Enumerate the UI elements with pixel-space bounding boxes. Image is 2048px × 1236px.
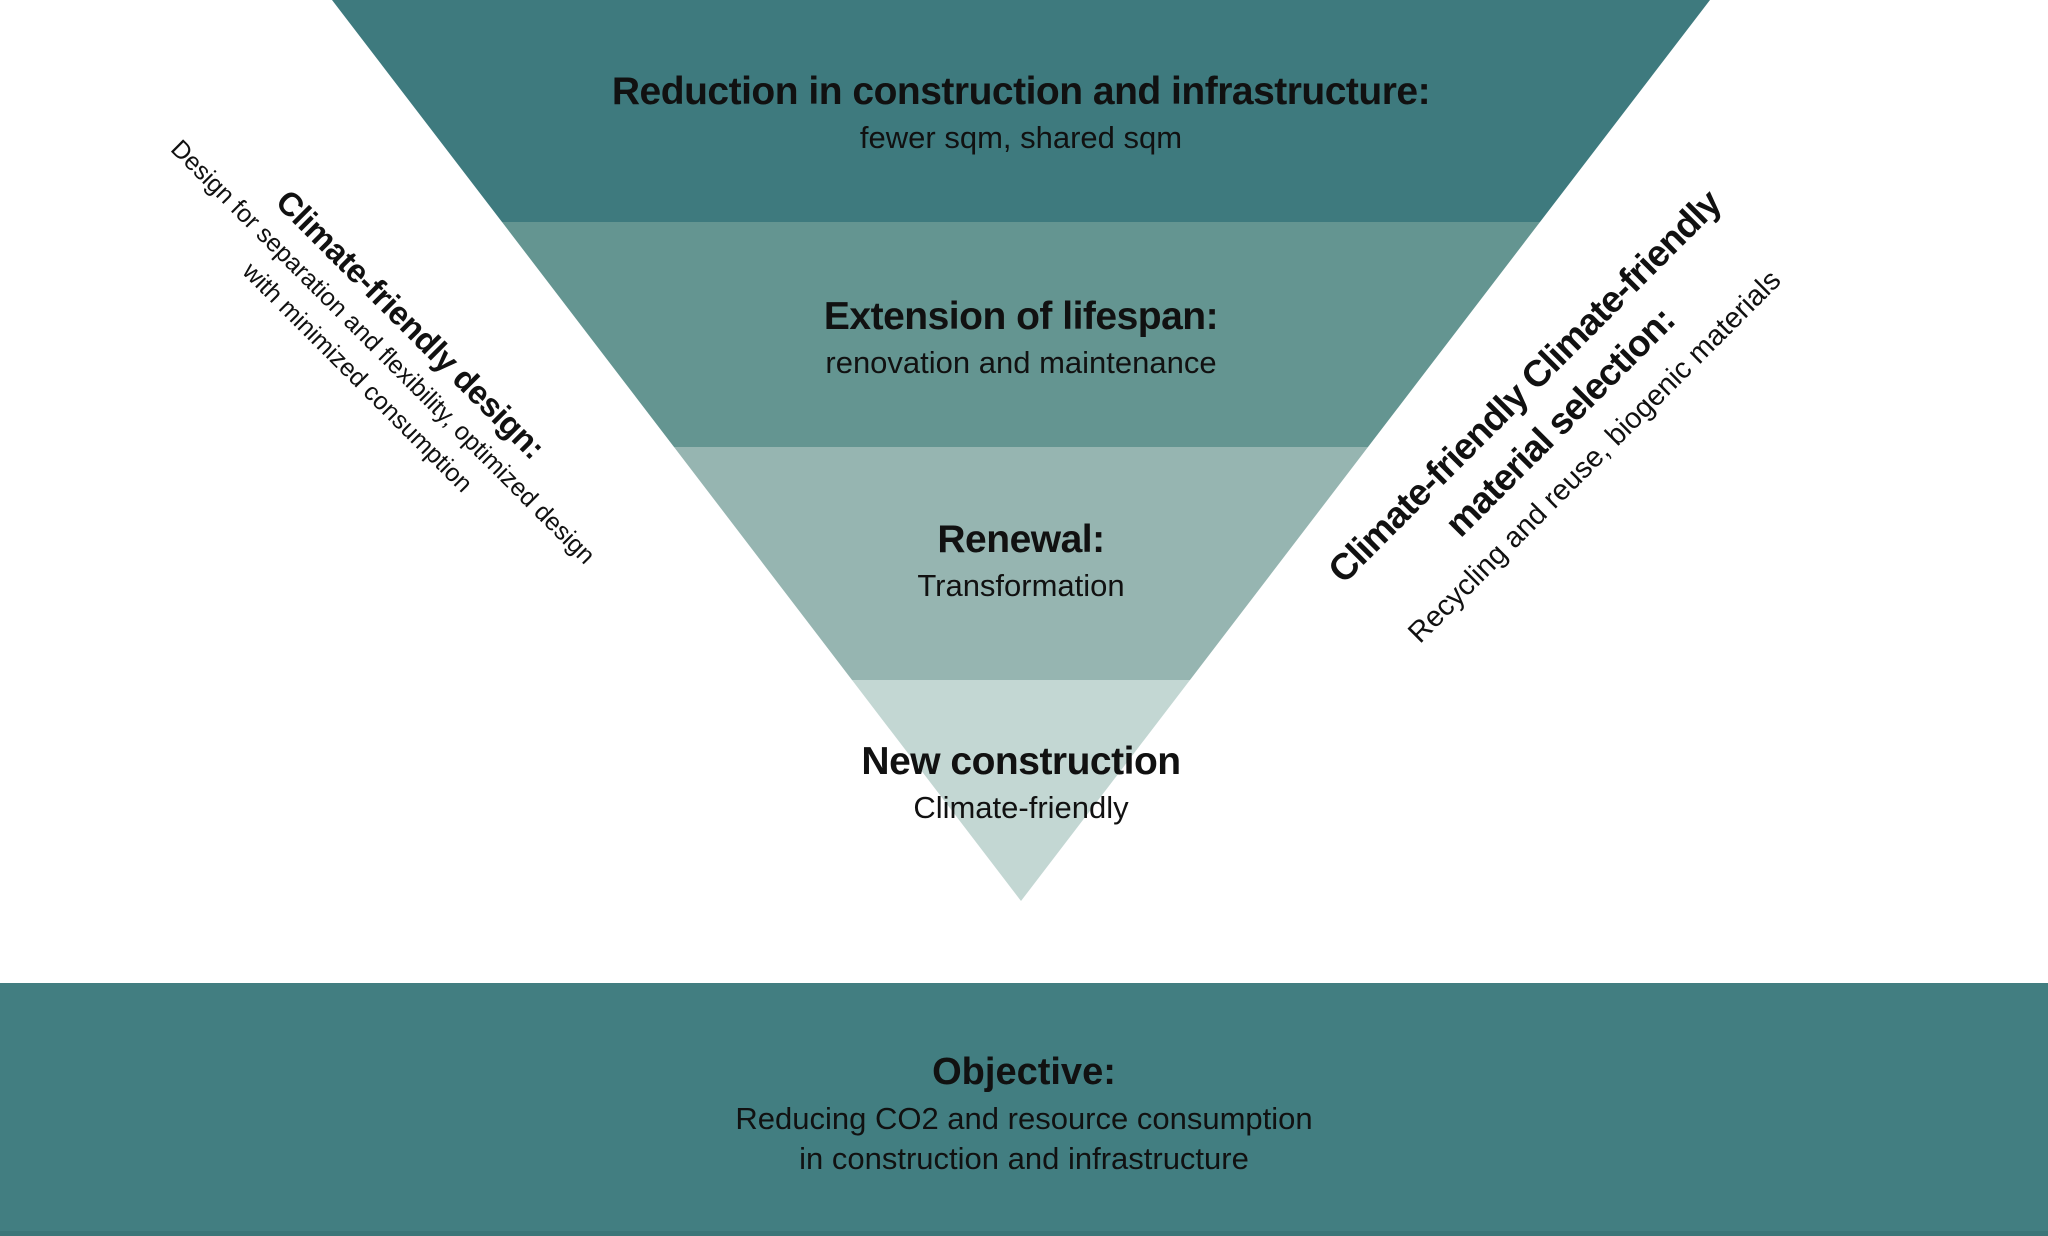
level-3-label: Renewal: Transformation (917, 517, 1124, 605)
level-1-subtitle: fewer sqm, shared sqm (859, 120, 1183, 155)
objective-band: Objective: Reducing CO2 and resource con… (0, 983, 2048, 1231)
pyramid-band-lifespan (502, 222, 1540, 447)
pyramid-band-reduction (332, 0, 1710, 222)
level-4-title: New construction (861, 740, 1181, 783)
level-4-label: New construction Climate-friendly (861, 739, 1181, 827)
level-1-title: Reduction in construction and infrastruc… (611, 70, 1431, 113)
level-1-label: Reduction in construction and infrastruc… (611, 69, 1431, 157)
pyramid-band-renewal (674, 447, 1368, 680)
pyramid-band-new-construction (852, 680, 1190, 901)
level-3-subtitle: Transformation (917, 568, 1125, 603)
level-3-title: Renewal: (937, 518, 1105, 561)
objective-text-block: Objective: Reducing CO2 and resource con… (735, 1049, 1312, 1179)
objective-line1: Reducing CO2 and resource consumption (735, 1101, 1313, 1136)
level-2-title: Extension of lifespan: (823, 295, 1219, 338)
objective-title: Objective: (932, 1051, 1116, 1093)
bottom-edge-strip (0, 1231, 2048, 1236)
level-4-subtitle: Climate-friendly (913, 790, 1129, 825)
objective-line2: in construction and infrastructure (799, 1141, 1249, 1176)
level-2-label: Extension of lifespan: renovation and ma… (823, 294, 1219, 382)
level-2-subtitle: renovation and maintenance (825, 345, 1217, 380)
